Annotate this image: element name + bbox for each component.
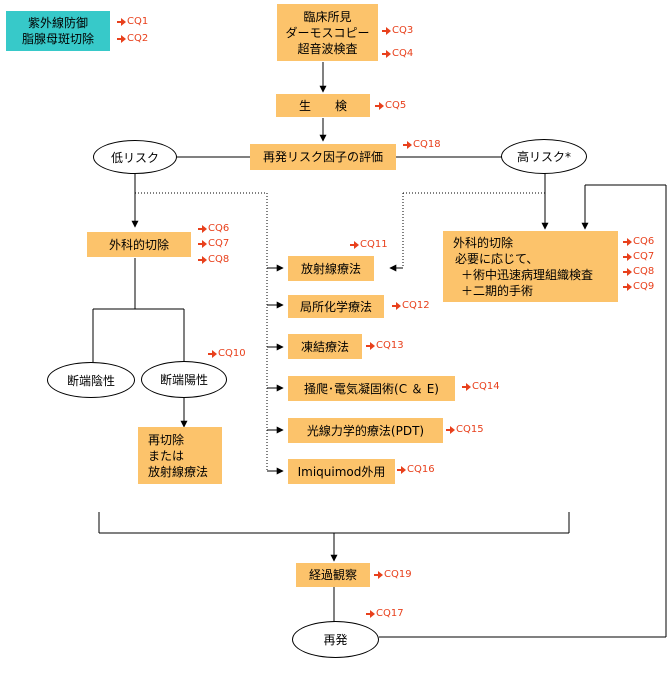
arrow-right-icon — [366, 342, 375, 350]
arrow-right-icon — [382, 50, 391, 58]
arrow-right-icon — [366, 610, 375, 618]
cq15-label: CQ15 — [446, 424, 484, 436]
arrow-right-icon — [392, 302, 401, 310]
biopsy-box: 生 検 — [276, 94, 370, 117]
clinical-findings-box: 臨床所見 ダーモスコピー 超音波検査 — [277, 4, 378, 61]
high-risk-ellipse: 高リスク* — [501, 139, 587, 174]
cq8-low-label: CQ8 — [198, 254, 229, 266]
cq9-label: CQ9 — [623, 281, 654, 293]
curettage-electrocoagulation-box: 掻爬･電気凝固術(C ＆ E) — [288, 376, 455, 401]
cq3-label: CQ3 — [382, 25, 413, 37]
surgery-high-line-2: 必要に応じて、 — [455, 251, 539, 266]
arrow-right-icon — [397, 466, 406, 474]
cq12-label: CQ12 — [392, 300, 430, 312]
uv-line-2: 脂腺母斑切除 — [21, 32, 94, 46]
clinical-line-1: 臨床所見 — [303, 9, 352, 24]
arrow-right-icon — [198, 225, 207, 233]
cq17-label: CQ17 — [366, 608, 404, 620]
follow-up-box: 経過観察 — [296, 563, 370, 587]
arrow-right-icon — [462, 383, 471, 391]
cq14-label: CQ14 — [462, 381, 500, 393]
cq19-label: CQ19 — [374, 569, 412, 581]
cq6-high-label: CQ6 — [623, 236, 654, 248]
cq16-label: CQ16 — [397, 464, 435, 476]
cryotherapy-box: 凍結療法 — [288, 334, 362, 359]
recurrence-ellipse: 再発 — [292, 621, 379, 658]
arrow-right-icon — [403, 141, 412, 149]
cq7-low-label: CQ7 — [198, 238, 229, 250]
arrow-right-icon — [117, 35, 126, 43]
surgery-high-line-1: 外科的切除 — [453, 235, 514, 250]
arrow-right-icon — [208, 350, 217, 358]
surgical-excision-high-box: 外科的切除 必要に応じて、 ＋術中迅速病理組織検査 ＋二期的手術 — [443, 231, 618, 302]
arrow-right-icon — [117, 18, 126, 26]
risk-evaluation-box: 再発リスク因子の評価 — [250, 144, 396, 170]
surgery-high-line-4: ＋二期的手術 — [461, 283, 534, 298]
arrow-right-icon — [198, 240, 207, 248]
surgical-excision-low-box: 外科的切除 — [87, 232, 191, 257]
arrow-right-icon — [382, 27, 391, 35]
cq2-label: CQ2 — [117, 33, 148, 45]
photodynamic-therapy-box: 光線力学的療法(PDT) — [288, 418, 443, 443]
low-risk-ellipse: 低リスク — [93, 140, 177, 174]
clinical-line-2: ダーモスコピー — [285, 25, 370, 40]
arrow-right-icon — [623, 283, 632, 291]
radiation-therapy-box: 放射線療法 — [288, 256, 374, 281]
reexcision-box: 再切除 または 放射線療法 — [138, 427, 222, 484]
margin-negative-ellipse: 断端陰性 — [47, 362, 135, 398]
cq1-label: CQ1 — [117, 16, 148, 28]
cq8-high-label: CQ8 — [623, 266, 654, 278]
arrow-right-icon — [623, 268, 632, 276]
uv-line-1: 紫外線防御 — [27, 16, 88, 30]
cq18-label: CQ18 — [403, 139, 441, 151]
reexcision-line-1: 再切除 — [148, 432, 185, 447]
arrow-right-icon — [446, 426, 455, 434]
cq7-high-label: CQ7 — [623, 251, 654, 263]
cq6-low-label: CQ6 — [198, 223, 229, 235]
cq4-label: CQ4 — [382, 48, 413, 60]
cq13-label: CQ13 — [366, 340, 404, 352]
arrow-right-icon — [350, 241, 359, 249]
cq5-label: CQ5 — [375, 100, 406, 112]
imiquimod-box: Imiquimod外用 — [288, 459, 395, 484]
uv-protection-box: 紫外線防御 脂腺母斑切除 — [6, 11, 110, 51]
clinical-line-3: 超音波検査 — [297, 41, 358, 56]
reexcision-line-3: 放射線療法 — [148, 464, 209, 479]
arrow-right-icon — [375, 102, 384, 110]
margin-positive-ellipse: 断端陽性 — [141, 361, 227, 398]
arrow-right-icon — [374, 571, 383, 579]
arrow-right-icon — [623, 238, 632, 246]
topical-chemotherapy-box: 局所化学療法 — [288, 295, 384, 318]
arrow-right-icon — [198, 256, 207, 264]
arrow-right-icon — [623, 253, 632, 261]
surgery-high-line-3: ＋術中迅速病理組織検査 — [461, 267, 594, 282]
cq10-label: CQ10 — [208, 348, 246, 360]
reexcision-line-2: または — [148, 448, 185, 463]
cq11-label: CQ11 — [350, 239, 388, 251]
